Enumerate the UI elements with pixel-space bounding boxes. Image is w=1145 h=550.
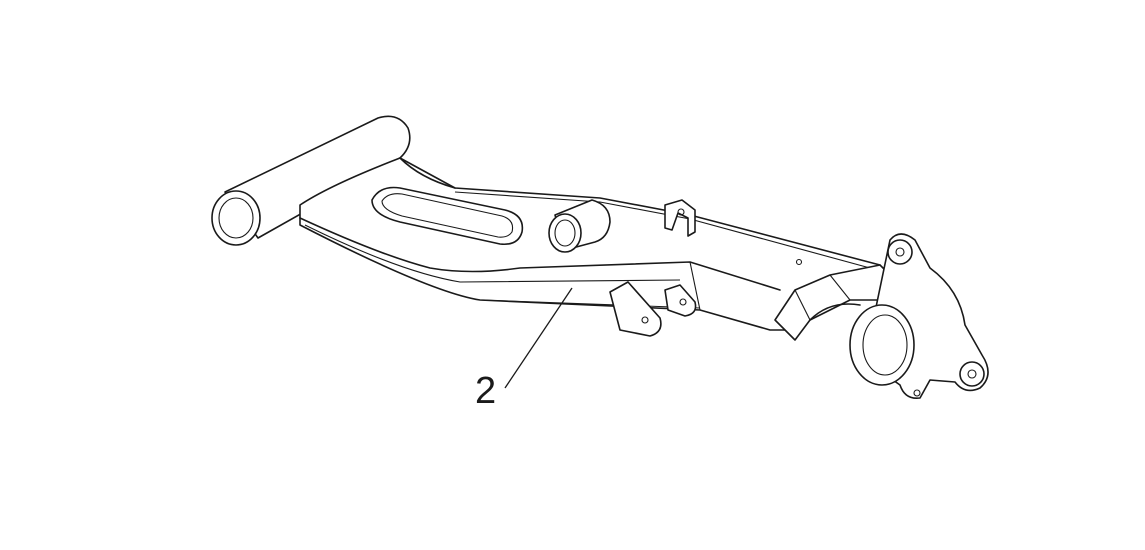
bushing-tube: [548, 199, 611, 253]
pivot-tube: [211, 115, 411, 246]
top-bracket: [664, 199, 696, 237]
hub-end: [774, 233, 989, 400]
lower-brackets: [609, 281, 697, 337]
arm-hole: [795, 258, 803, 266]
callout-2: 2: [475, 287, 573, 412]
callout-label: 2: [475, 370, 496, 412]
callout-leader: [504, 287, 573, 389]
